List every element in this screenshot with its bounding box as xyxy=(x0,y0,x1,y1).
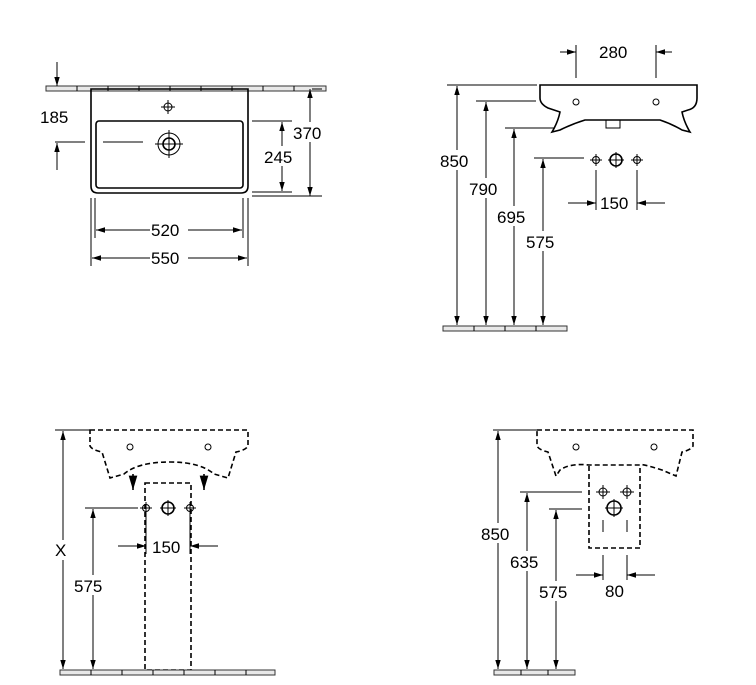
supply-holes-icon xyxy=(590,152,643,168)
basin-front xyxy=(539,84,698,134)
semi-pedestal-view: 850 635 575 80 xyxy=(480,429,694,676)
bowl-outline xyxy=(95,120,244,189)
pedestal-view: X 575 150 xyxy=(54,429,276,676)
basin-outline xyxy=(90,88,249,194)
dim-370: 370 xyxy=(293,124,321,143)
dim-790: 790 xyxy=(469,180,497,199)
top-view: 185 245 370 520 550 xyxy=(40,62,330,268)
drain-icon xyxy=(155,130,183,158)
supply-holes-icon xyxy=(596,485,634,517)
dim-575-side: 575 xyxy=(526,233,554,252)
dim-850-semi: 850 xyxy=(481,525,509,544)
supply-holes-icon xyxy=(140,500,196,516)
dim-635: 635 xyxy=(510,553,538,572)
dim-150-pedestal: 150 xyxy=(152,538,180,557)
floor-strip xyxy=(493,669,576,676)
side-view: 280 850 790 695 575 150 xyxy=(440,43,698,332)
dim-245: 245 xyxy=(264,148,292,167)
dim-150-side: 150 xyxy=(600,194,628,213)
floor-strip xyxy=(59,669,276,676)
dim-185: 185 xyxy=(40,108,68,127)
dim-80: 80 xyxy=(605,582,624,601)
dim-280: 280 xyxy=(599,43,627,62)
dim-575-pedestal: 575 xyxy=(74,577,102,596)
tap-hole-icon xyxy=(161,100,175,114)
dim-575-semi: 575 xyxy=(539,583,567,602)
dim-520: 520 xyxy=(151,221,179,240)
dim-550: 550 xyxy=(151,249,179,268)
dim-x: X xyxy=(55,541,66,560)
dim-850-side: 850 xyxy=(440,152,468,171)
floor-strip xyxy=(442,325,568,332)
dim-695: 695 xyxy=(497,208,525,227)
